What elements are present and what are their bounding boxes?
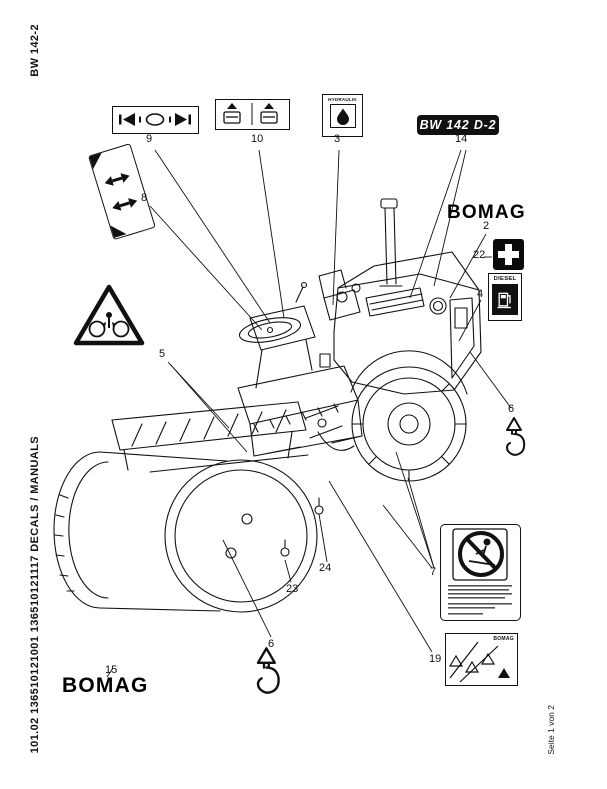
callout-7: 7 <box>430 566 437 578</box>
decal-maintenance-symbols <box>215 99 290 130</box>
callout-3: 3 <box>334 133 341 145</box>
crane-hook-icon <box>506 417 526 456</box>
leader-lines <box>106 149 512 678</box>
manuals-decal-brand: BOMAG <box>493 636 514 642</box>
fuel-pump-icon <box>492 284 518 315</box>
callout-24: 24 <box>319 562 332 574</box>
fill-level-icons <box>223 103 278 125</box>
model-badge: BW 142 D-2 <box>417 115 499 135</box>
oil-drop-icon <box>329 104 356 128</box>
decal-ramp-arrows <box>88 143 156 241</box>
callout-15: 15 <box>105 664 118 676</box>
decal-hydraulik: HYDRAULIK <box>322 94 363 137</box>
callout-6-right: 6 <box>508 403 515 415</box>
callout-22: 22 <box>473 249 486 261</box>
crane-hook-icon <box>256 647 280 694</box>
callout-23: 23 <box>286 583 299 595</box>
no-riders-prohibition-icon <box>448 528 512 615</box>
manuals-warning-icons <box>448 641 510 683</box>
decal-direction-arrows <box>112 106 199 134</box>
brand-logo-upper: BOMAG <box>447 202 526 223</box>
crush-hazard-warning-icon <box>73 284 145 346</box>
callout-4: 4 <box>477 288 484 300</box>
direction-arrows-icon <box>119 113 191 126</box>
decal-manuals: BOMAG <box>445 633 518 686</box>
callout-8: 8 <box>141 192 148 204</box>
ramp-arrows-icon <box>89 152 138 238</box>
decal-no-riders <box>440 524 521 621</box>
callout-19: 19 <box>429 653 442 665</box>
machine-line-art <box>53 198 482 613</box>
callout-10: 10 <box>251 133 264 145</box>
hydraulik-label: HYDRAULIK <box>328 97 357 102</box>
callout-6-bottom: 6 <box>268 638 275 650</box>
brand-logo-lower: BOMAG <box>62 674 149 697</box>
first-aid-cross-icon <box>493 239 524 270</box>
callout-2: 2 <box>483 220 490 232</box>
diesel-label: DIESEL <box>493 276 517 282</box>
callout-14: 14 <box>455 133 468 145</box>
callout-5: 5 <box>159 348 166 360</box>
callout-9: 9 <box>146 133 153 145</box>
decal-diesel: DIESEL <box>488 273 522 321</box>
